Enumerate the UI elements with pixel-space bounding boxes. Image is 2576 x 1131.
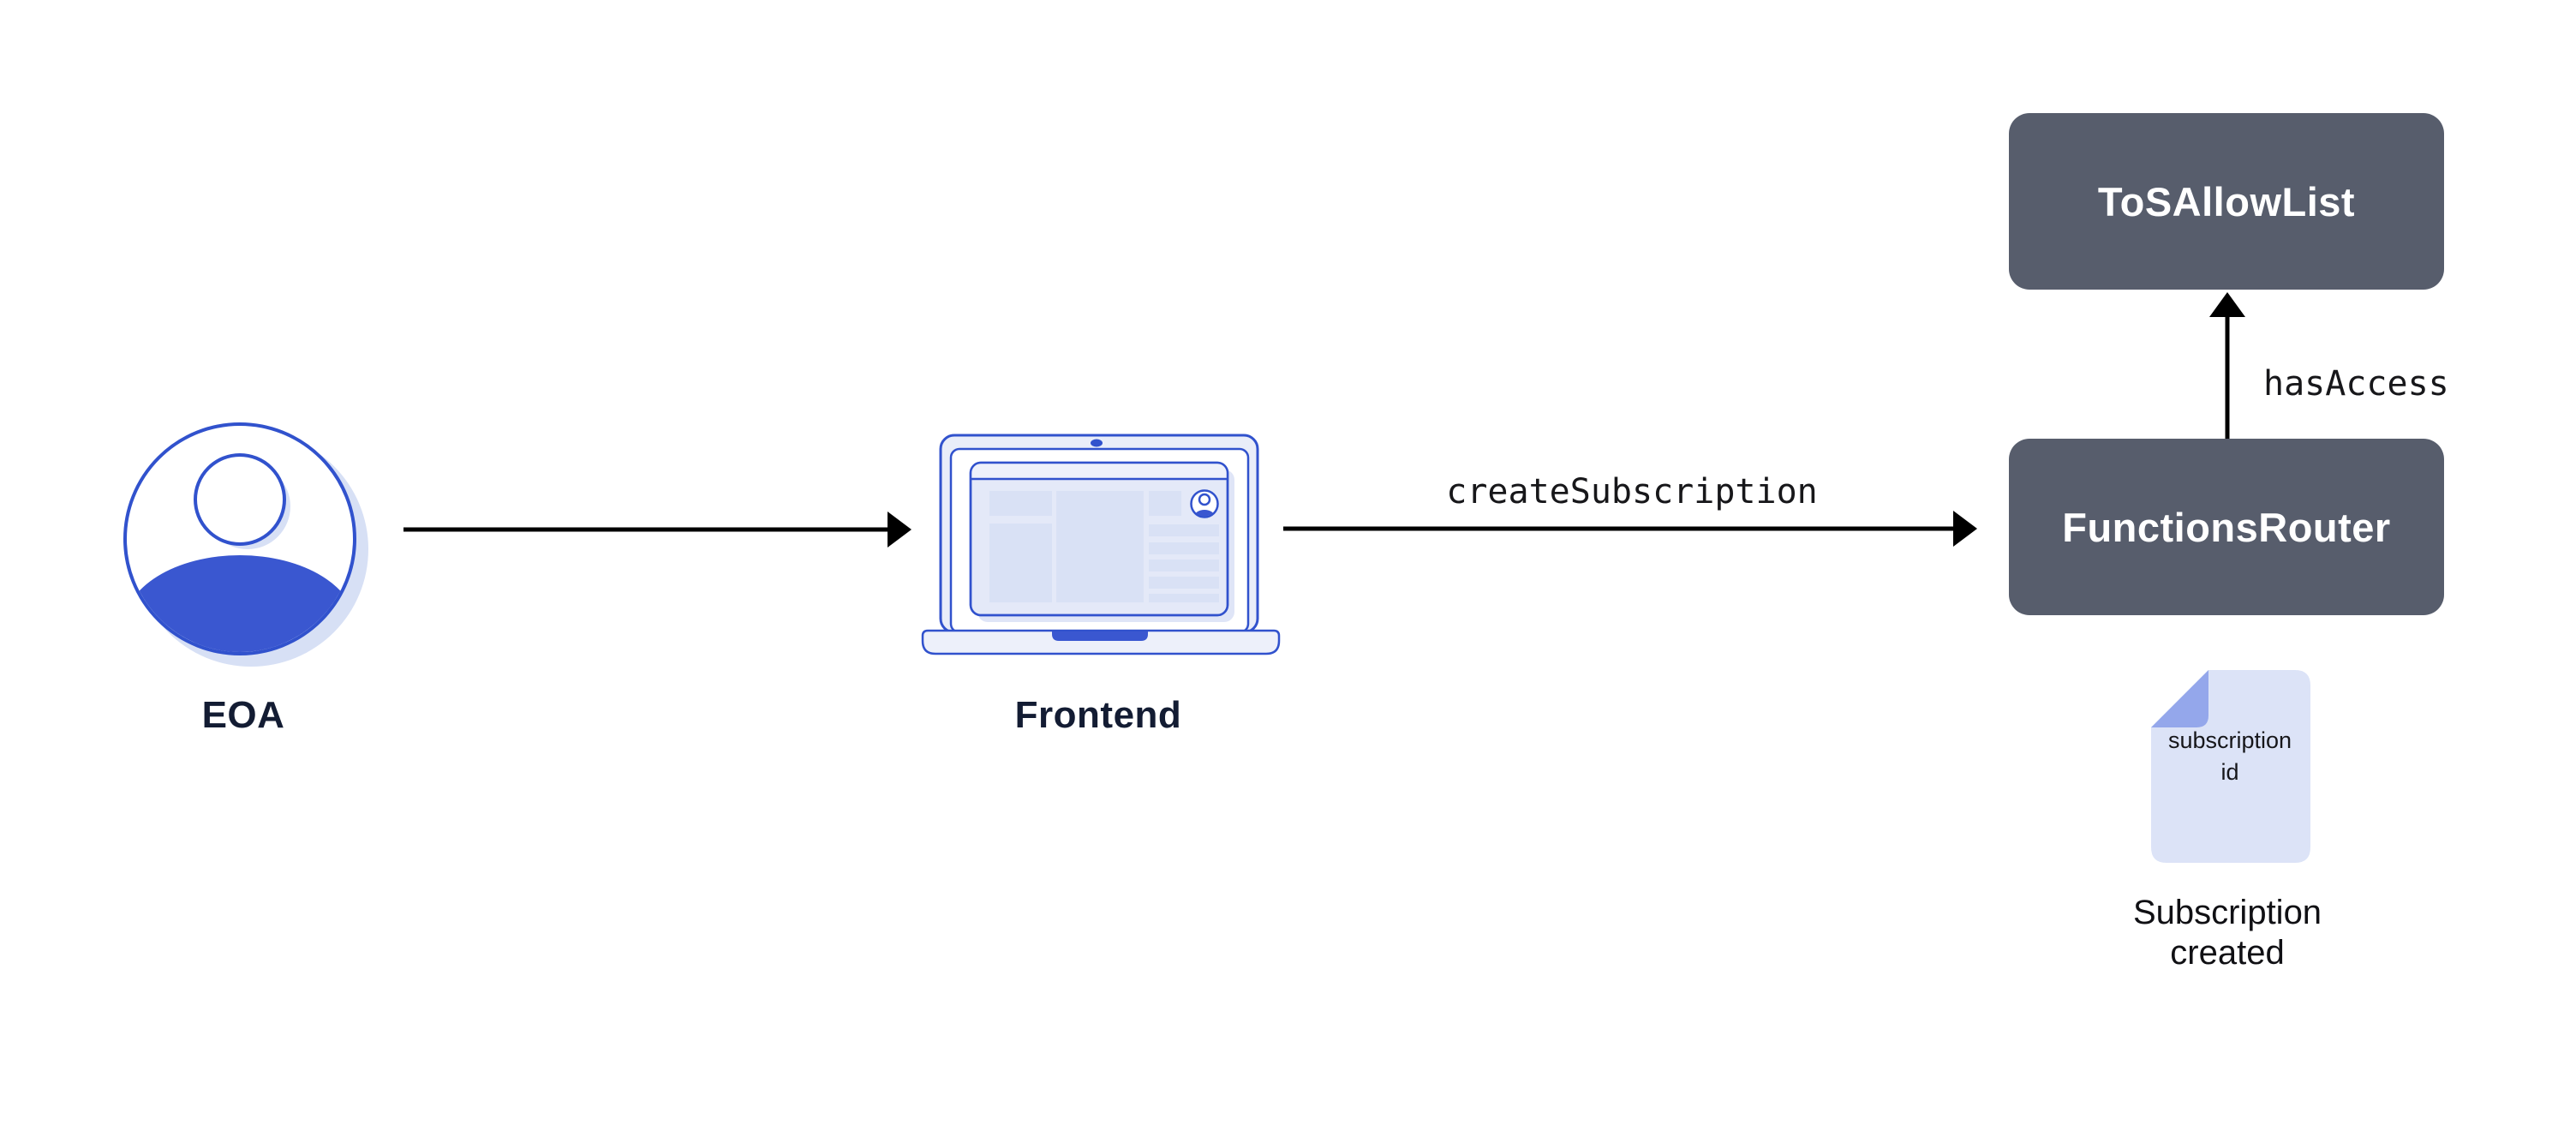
create-subscription-edge-label: createSubscription — [1446, 472, 1818, 512]
document-caption-line1: Subscription — [2132, 894, 2322, 931]
document-text: subscription id — [2149, 725, 2311, 788]
functions-router-label: FunctionsRouter — [2062, 504, 2391, 550]
document-caption: Subscription created — [2056, 893, 2399, 973]
tos-allow-list-label: ToSAllowList — [2097, 178, 2356, 224]
eoa-label: EOA — [201, 694, 285, 736]
document-text-line2: id — [2220, 759, 2239, 785]
arrow-frontend-to-router — [1283, 511, 1977, 547]
functions-router-box: FunctionsRouter — [2009, 439, 2444, 615]
has-access-edge-label: hasAccess — [2263, 364, 2449, 404]
laptop-icon — [921, 434, 1281, 655]
document-caption-line2: created — [2170, 934, 2285, 972]
frontend-label: Frontend — [1014, 694, 1182, 736]
arrow-router-to-allowlist — [2209, 292, 2245, 439]
window-user-icon — [1190, 489, 1219, 518]
document-icon — [2151, 670, 2310, 863]
arrow-eoa-to-frontend — [403, 512, 911, 548]
user-avatar-icon — [123, 422, 368, 667]
document-text-line1: subscription — [2167, 727, 2292, 753]
tos-allow-list-box: ToSAllowList — [2009, 113, 2444, 290]
